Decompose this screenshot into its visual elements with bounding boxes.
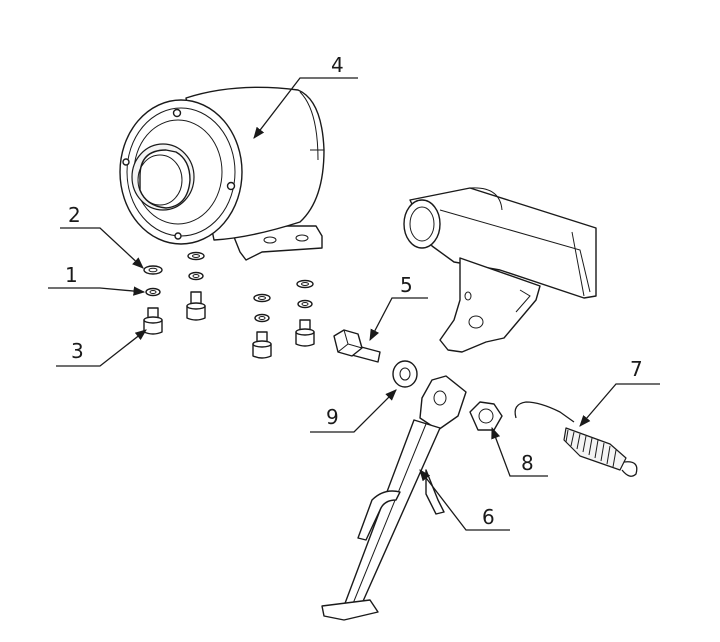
part-8-nut <box>469 401 503 431</box>
callout-6: 6 <box>482 505 495 529</box>
washer-1-left <box>145 287 161 297</box>
mounting-bracket <box>403 187 597 353</box>
screw-3 <box>143 307 163 335</box>
callout-labels: 4 2 1 3 5 9 7 8 6 <box>65 53 643 529</box>
fasteners-group <box>143 251 315 359</box>
callout-2: 2 <box>68 203 81 227</box>
callout-9: 9 <box>326 405 339 429</box>
callout-1: 1 <box>65 263 78 287</box>
washer-2-left <box>143 265 163 275</box>
callout-8: 8 <box>521 451 534 475</box>
callout-5: 5 <box>400 273 413 297</box>
part-6-kickstand <box>321 375 467 621</box>
callout-3: 3 <box>71 339 84 363</box>
part-4-housing <box>119 86 325 261</box>
callout-4: 4 <box>331 53 344 77</box>
part-9-washer <box>392 360 418 388</box>
callout-leaders <box>48 77 660 531</box>
part-7-spring <box>514 401 638 477</box>
part-5-bolt <box>333 329 381 363</box>
callout-7: 7 <box>630 357 643 381</box>
